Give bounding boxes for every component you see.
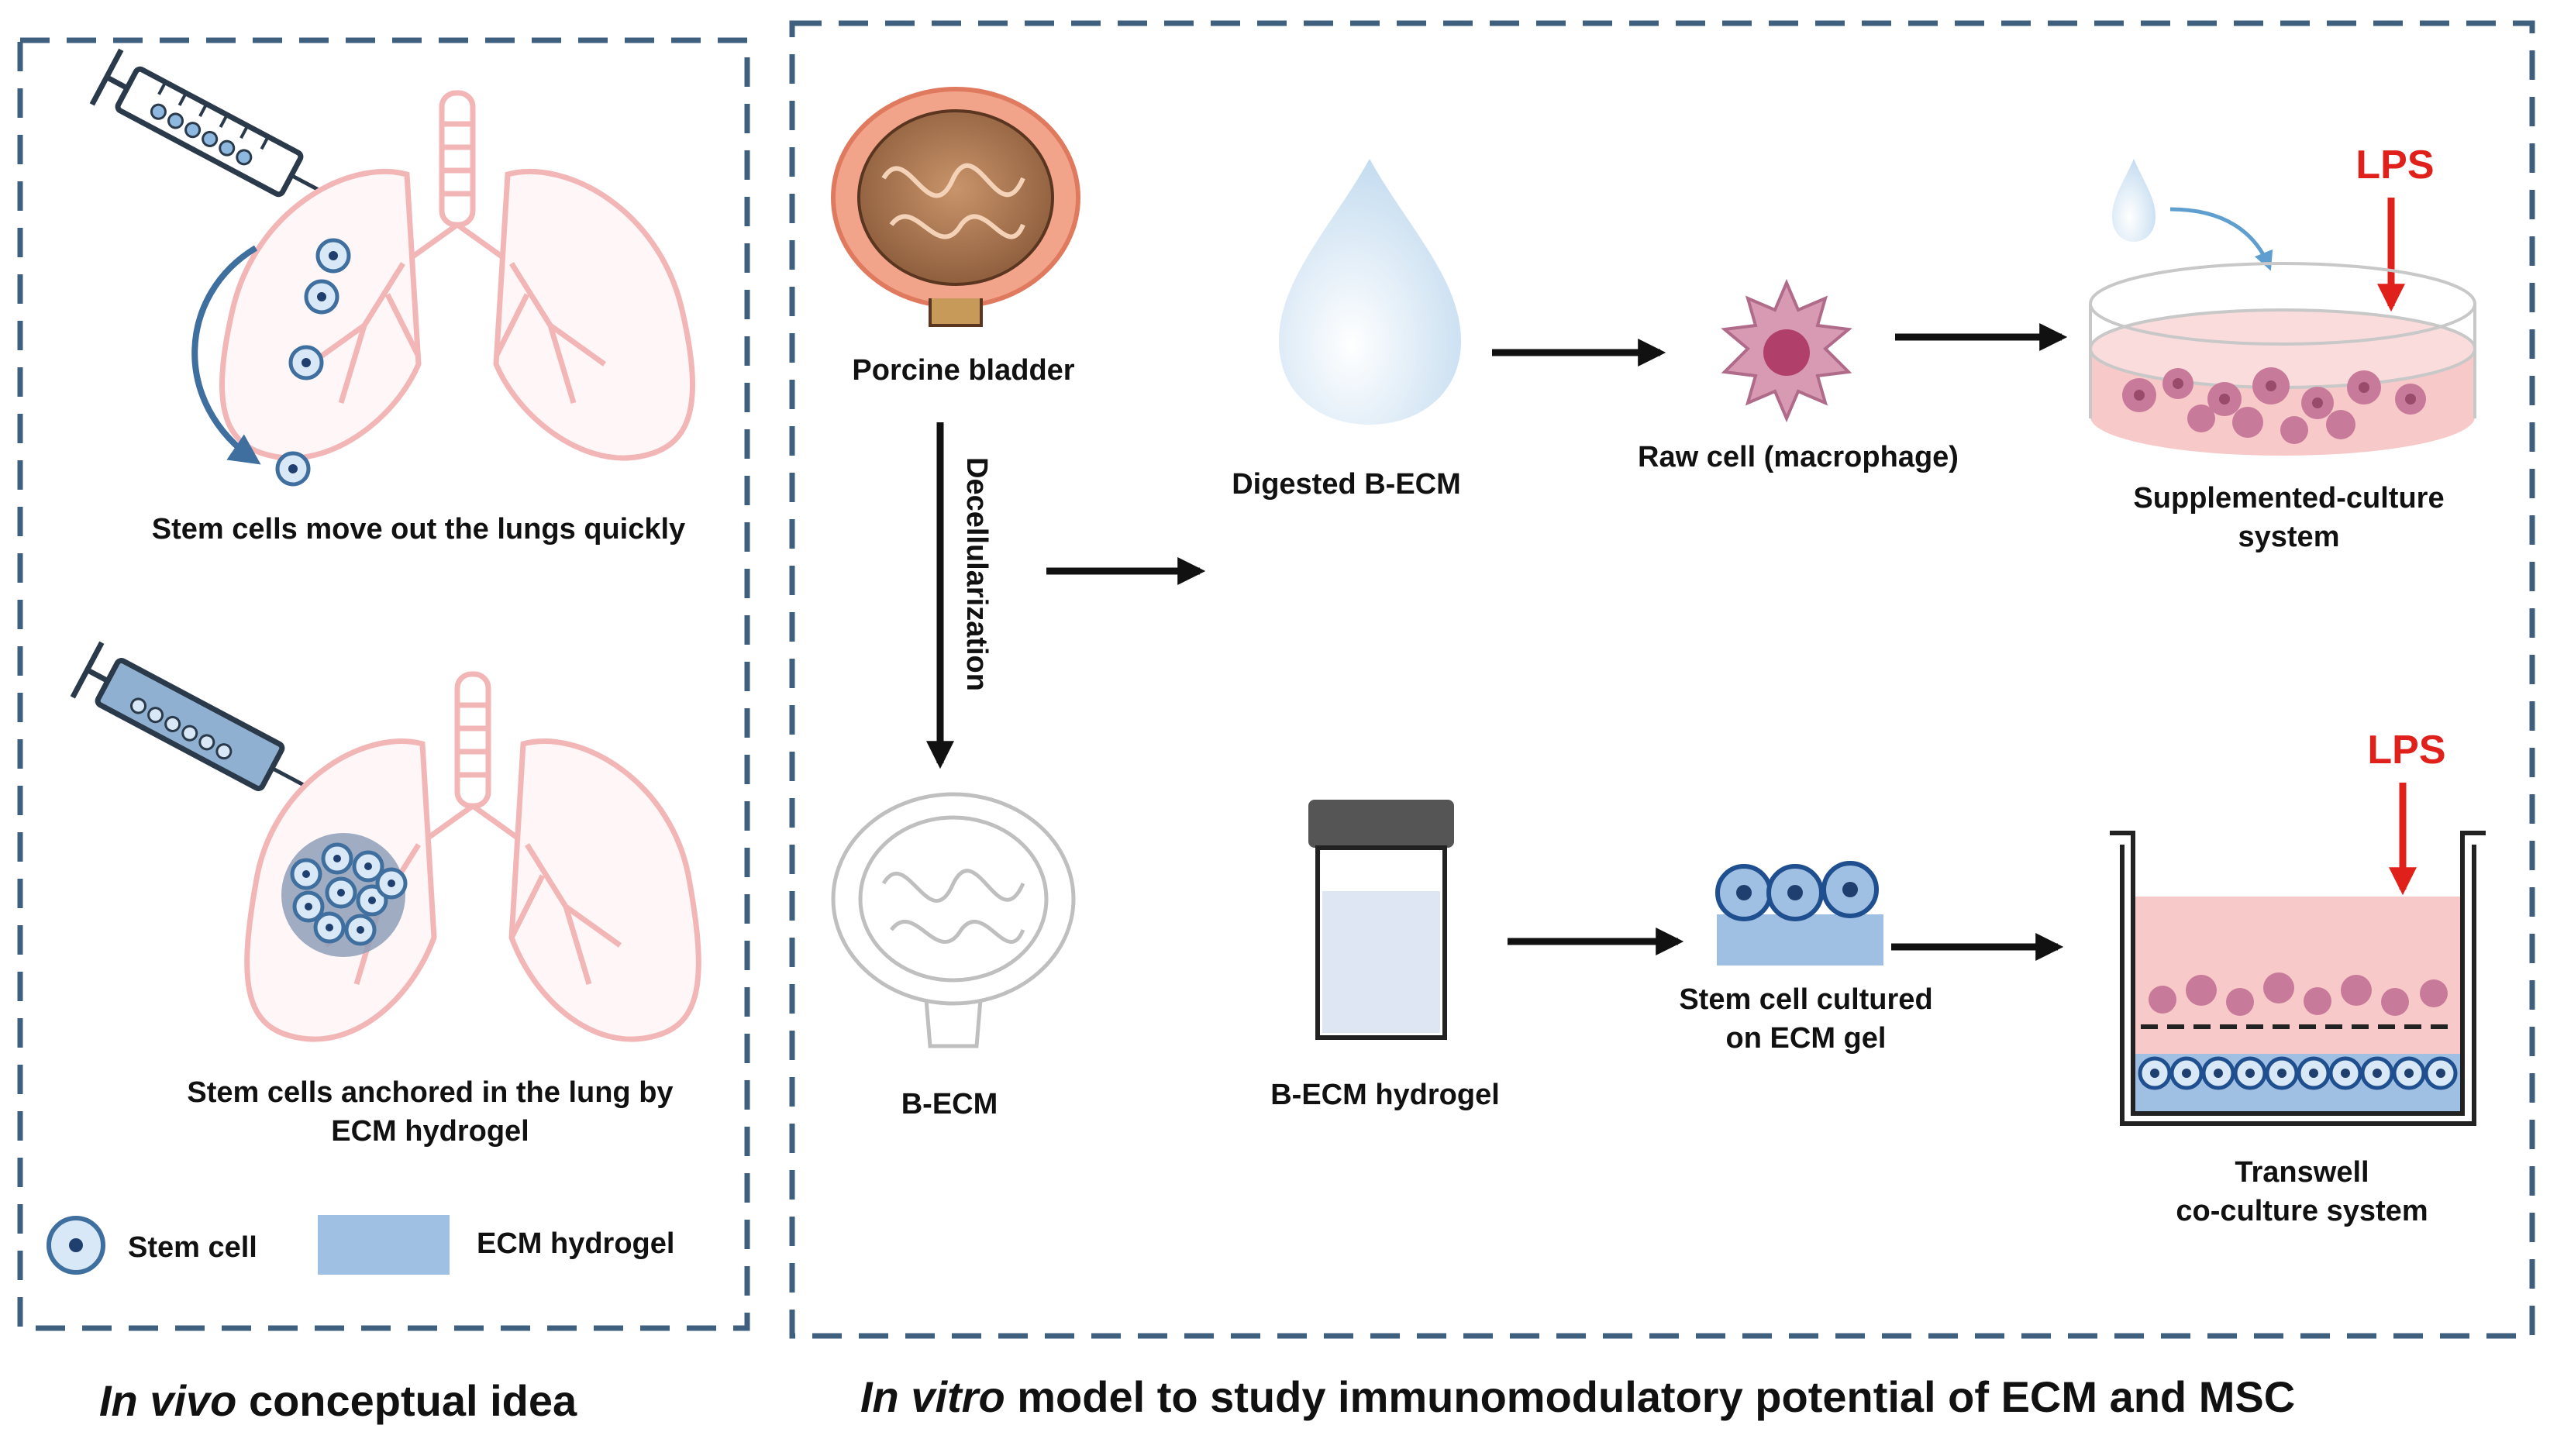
digested-droplet-icon: [1279, 159, 1461, 425]
in-vivo-panel-border: [17, 37, 750, 1331]
hydrogel-jar-icon: [1308, 800, 1454, 1040]
droplet-to-dish-arrow: [2169, 207, 2273, 271]
in-vivo-caption: In vivo conceptual idea: [99, 1376, 577, 1425]
stem-gel-label-2: on ECM gel: [1726, 1022, 1887, 1055]
transwell-label-1: Transwell: [2235, 1156, 2369, 1189]
in-vitro-caption: In vitro model to study immunomodulatory…: [860, 1372, 2295, 1421]
small-droplet-icon: [2112, 159, 2156, 242]
lungs-top-icon: [219, 90, 695, 461]
porcine-bladder-label: Porcine bladder: [852, 354, 1074, 387]
bottom-lung-label-2: ECM hydrogel: [331, 1115, 529, 1148]
legend: Stem cell ECM hydrogel: [47, 1215, 674, 1275]
supplemented-dish-icon: [2089, 262, 2476, 456]
bottom-lung-label-1: Stem cells anchored in the lung by: [187, 1076, 673, 1109]
porcine-bladder-icon: [831, 87, 1080, 327]
anchored-cell-cluster: [281, 833, 408, 957]
macrophage-icon: [1721, 278, 1852, 423]
exit-arrow: [191, 245, 261, 465]
transwell-icon: [2110, 831, 2486, 1126]
supplemented-label-1: Supplemented-culture: [2133, 482, 2444, 515]
lps-bottom-label: LPS: [2367, 728, 2445, 773]
supplemented-label-2: system: [2238, 521, 2340, 553]
decellularization-label: Decellularization: [960, 457, 993, 691]
syringe-gel-icon: [70, 641, 321, 796]
legend-stem-cell-label: Stem cell: [128, 1231, 257, 1264]
legend-ecm-label: ECM hydrogel: [477, 1227, 674, 1260]
exiting-stem-cells: [275, 238, 351, 487]
lps-top-label: LPS: [2355, 143, 2434, 188]
top-lung-label: Stem cells move out the lungs quickly: [152, 513, 685, 546]
legend-ecm-swatch: [318, 1215, 450, 1275]
b-ecm-icon: [831, 792, 1076, 1048]
stem-cells-on-gel-icon: [1715, 861, 1883, 966]
raw-cell-label: Raw cell (macrophage): [1638, 441, 1959, 473]
syringe-icon: [89, 48, 340, 203]
hydrogel-label: B-ECM hydrogel: [1270, 1079, 1500, 1111]
transwell-label-2: co-culture system: [2176, 1195, 2428, 1227]
b-ecm-label: B-ECM: [901, 1088, 998, 1120]
in-vitro-panel-border: [789, 20, 2535, 1339]
digested-label: Digested B-ECM: [1232, 468, 1461, 501]
stem-gel-label-1: Stem cell cultured: [1679, 983, 1932, 1016]
